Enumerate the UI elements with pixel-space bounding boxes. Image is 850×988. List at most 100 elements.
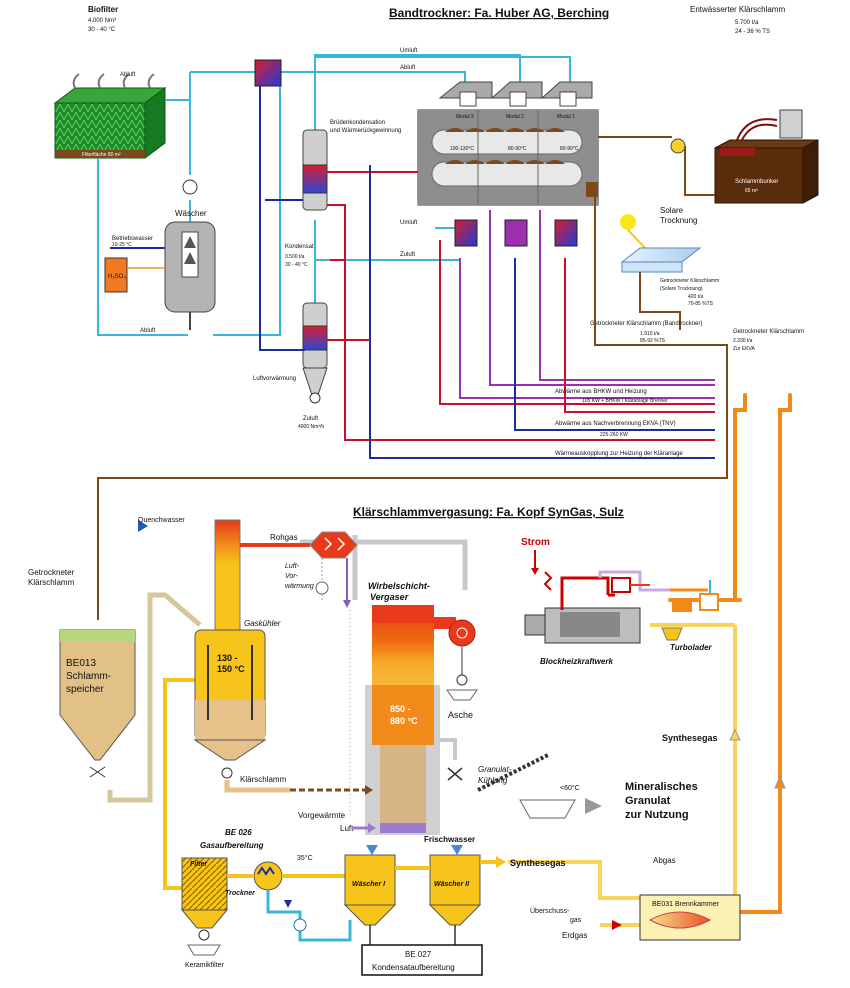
svg-text:speicher: speicher — [66, 684, 104, 695]
svg-text:BE031 Brennkammer: BE031 Brennkammer — [652, 901, 720, 908]
heat-exchanger-2 — [454, 219, 478, 247]
svg-text:Gaskühler: Gaskühler — [244, 619, 281, 628]
svg-text:70-85 %TS: 70-85 %TS — [688, 301, 714, 307]
svg-text:Vor-: Vor- — [285, 573, 299, 580]
sludge-bunker: Entwässerter Klärschlamm 5.700 t/a 24 - … — [670, 5, 819, 204]
svg-text:Vorgewärmte: Vorgewärmte — [298, 811, 346, 820]
svg-text:Luft: Luft — [340, 824, 354, 833]
svg-text:zur Nutzung: zur Nutzung — [625, 809, 689, 821]
solar-drying: Solare Trocknung Getrockneter Klärschlam… — [620, 206, 719, 307]
svg-text:<60°C: <60°C — [560, 784, 580, 792]
sludge-line-top — [598, 136, 715, 196]
svg-text:Modul 2: Modul 2 — [506, 114, 524, 120]
svg-text:BE 027: BE 027 — [405, 950, 432, 959]
svg-text:H₂SO₄: H₂SO₄ — [108, 274, 126, 280]
svg-text:Luft-: Luft- — [285, 563, 300, 570]
svg-text:880 °C: 880 °C — [390, 716, 418, 726]
label-abluft-bottom: Abluft — [140, 328, 156, 334]
svg-text:35°C: 35°C — [297, 854, 313, 862]
svg-text:Kondensataufbereitung: Kondensataufbereitung — [372, 963, 455, 972]
heat-detail-2: 225-260 KW — [600, 432, 628, 438]
svg-text:4000 Nm³/h: 4000 Nm³/h — [298, 424, 324, 430]
label-synthesegas-right: Synthesegas — [662, 733, 718, 743]
svg-text:Blockheizkraftwerk: Blockheizkraftwerk — [540, 657, 613, 666]
svg-text:Getrockneter: Getrockneter — [28, 568, 75, 577]
svg-text:Luftvorwärmung: Luftvorwärmung — [253, 376, 296, 382]
yellow-pipes — [163, 623, 737, 930]
svg-text:4.000 Nm³: 4.000 Nm³ — [88, 18, 116, 24]
svg-text:Getrockneter Klärschlamm (Band: Getrockneter Klärschlamm (Bandtrockner) — [590, 321, 702, 327]
waescher-1-2: Wäscher I Wäscher II Synthesegas Frischw… — [343, 835, 566, 976]
svg-text:100-130°C: 100-130°C — [450, 146, 474, 152]
svg-text:Schlamm-: Schlamm- — [66, 671, 111, 682]
svg-text:Synthesegas: Synthesegas — [510, 858, 566, 868]
heat-exchanger-3 — [504, 219, 528, 247]
svg-text:Gasaufbereitung: Gasaufbereitung — [200, 841, 264, 850]
svg-text:Filter: Filter — [190, 861, 208, 868]
blockheizkraftwerk: Strom Blockheizkraftwerk Turbolader — [521, 537, 719, 666]
svg-text:Wäscher I: Wäscher I — [352, 881, 386, 888]
heat-label-1: Abwärme aus BHKW und Heizung — [555, 389, 647, 395]
svg-text:3.500 t/a: 3.500 t/a — [285, 254, 305, 260]
svg-text:Mineralisches: Mineralisches — [625, 781, 698, 793]
svg-text:und Wärmerückgewinnung: und Wärmerückgewinnung — [330, 128, 401, 134]
heat-exchanger-1 — [254, 59, 282, 87]
svg-text:Getrockneter Klärschlamm: Getrockneter Klärschlamm — [733, 329, 804, 335]
title-bottom: Klärschlammvergasung: Fa. Kopf SynGas, S… — [353, 505, 624, 519]
svg-text:Solare: Solare — [660, 206, 684, 215]
heating-lines — [259, 86, 715, 459]
svg-text:30 - 40 °C: 30 - 40 °C — [285, 262, 308, 268]
svg-text:Quenchwasser: Quenchwasser — [138, 517, 185, 524]
luftvorwaermung-column: Luftvorwärmung Zuluft 4000 Nm³/h — [253, 302, 328, 430]
svg-text:Strom: Strom — [521, 537, 550, 548]
svg-text:Modul 3: Modul 3 — [456, 114, 474, 120]
total-out-label: Getrockneter Klärschlamm 2.330 t/a Zur E… — [733, 329, 804, 352]
beige-pipe — [107, 592, 202, 803]
svg-text:Kondensat: Kondensat — [285, 244, 314, 250]
svg-text:Trockner: Trockner — [225, 890, 256, 897]
svg-text:24 - 36 % TS: 24 - 36 % TS — [735, 29, 770, 35]
svg-text:Granulat: Granulat — [625, 795, 671, 807]
svg-text:Überschuss-: Überschuss- — [530, 907, 570, 915]
fan-icon — [182, 179, 198, 195]
wirbelschicht-vergaser: Wirbelschicht- Vergaser 850 - 880 °C Asc… — [365, 581, 478, 835]
svg-text:(Solare Trocknung): (Solare Trocknung) — [660, 286, 703, 292]
brennkammer: BE031 Brennkammer Überschuss- gas Erdgas — [530, 894, 741, 941]
svg-text:Erdgas: Erdgas — [562, 931, 587, 940]
kondensat-label: Kondensat 3.500 t/a 30 - 40 °C — [285, 244, 314, 268]
band-out-label: Getrockneter Klärschlamm (Bandtrockner) … — [590, 321, 702, 344]
label-rohgas: Rohgas — [270, 533, 298, 542]
label-abgas: Abgas — [653, 856, 676, 865]
label-abluft-top: Abluft — [400, 65, 416, 71]
svg-text:Biofilter: Biofilter — [88, 5, 118, 14]
svg-text:Klärschlamm: Klärschlamm — [240, 775, 287, 784]
heat-label-2: Abwärme aus Nachverbrennung EKVA (TNV) — [555, 421, 676, 427]
svg-text:2.330 t/a: 2.330 t/a — [733, 338, 753, 344]
svg-text:Asche: Asche — [448, 710, 473, 720]
svg-text:80-90°C: 80-90°C — [508, 146, 527, 152]
svg-text:gas: gas — [570, 917, 582, 924]
gasaufbereitung: BE 026 Gasaufbereitung Filter Keramikfil… — [180, 828, 352, 969]
svg-text:Entwässerter Klärschlamm: Entwässerter Klärschlamm — [690, 5, 785, 14]
svg-text:Keramikfilter: Keramikfilter — [185, 962, 225, 969]
svg-text:Frischwasser: Frischwasser — [424, 835, 475, 844]
solar-line — [639, 272, 681, 330]
svg-text:Betriebswasser: Betriebswasser — [112, 236, 153, 242]
rohgas-exchanger: Luft- Vor- wärmung — [285, 531, 358, 815]
orange-pipes — [668, 393, 792, 914]
bruden-column: Brüdenkondensation und Wärmerückgewinnun… — [302, 120, 401, 211]
svg-text:65 m³: 65 m³ — [745, 188, 758, 194]
svg-text:130 -: 130 - — [217, 653, 238, 663]
svg-text:Brüdenkondensation: Brüdenkondensation — [330, 120, 385, 126]
svg-text:5.700 t/a: 5.700 t/a — [735, 20, 759, 26]
svg-text:85-92 %TS: 85-92 %TS — [640, 338, 666, 344]
svg-text:Modul 1: Modul 1 — [557, 114, 575, 120]
svg-text:Wäscher II: Wäscher II — [434, 881, 470, 888]
svg-text:BE013: BE013 — [66, 658, 96, 669]
title-top: Bandtrockner: Fa. Huber AG, Berching — [389, 6, 609, 20]
svg-text:Getrockneter Klärschlamm: Getrockneter Klärschlamm — [660, 278, 719, 284]
svg-text:Wirbelschicht-: Wirbelschicht- — [368, 581, 430, 591]
schlammspeicher: Getrockneter Klärschlamm BE013 Schlamm- … — [28, 568, 136, 778]
svg-text:Wäscher: Wäscher — [175, 209, 207, 218]
waescher: Wäscher Betriebswasser 10-25 °C H₂SO₄ — [104, 209, 216, 330]
